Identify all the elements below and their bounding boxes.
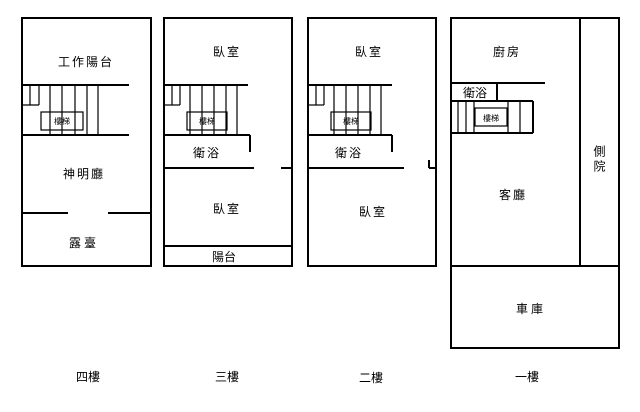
floor-1-side-yard-label: 側院 [592, 145, 606, 175]
floor-2-caption: 二樓 [359, 370, 383, 385]
floor-4-work-balcony-label: 工作陽台 [58, 54, 114, 69]
floor-2-stair-treads [308, 85, 382, 135]
floor-1-kitchen-label: 廚房 [493, 44, 521, 59]
floor-2-plan: 臥室 樓梯 衛浴 臥室 [307, 17, 437, 267]
floor-4-outline [21, 17, 152, 267]
floor-3-caption: 三樓 [215, 369, 239, 384]
floor-3-stair-treads [164, 85, 238, 135]
floor-3-top-bedroom-label: 臥室 [213, 44, 241, 59]
floor-3-bottom-bedroom-label: 臥室 [213, 201, 241, 216]
floor-2-bathroom-label: 衛浴 [335, 146, 363, 160]
floor-4-stair-treads [22, 85, 99, 135]
floor-3-balcony-label: 陽台 [212, 249, 236, 264]
floor-4-stairs-label: 樓梯 [54, 116, 70, 126]
floor-1-living-room-label: 客廳 [499, 187, 527, 202]
floor-4-caption: 四樓 [76, 369, 100, 384]
floor-3-bathroom-label: 衛浴 [193, 146, 221, 160]
floor-2-stairs-label: 樓梯 [343, 116, 359, 126]
floor-1-bathroom-label: 衛浴 [463, 86, 487, 100]
floor-3-stairs-label: 樓梯 [199, 116, 215, 126]
floor-1-stair-treads [457, 101, 521, 133]
floor-1-plan: 廚房 衛浴 樓梯 客廳 車庫 側院 [450, 17, 620, 349]
floor-3-plan: 臥室 樓梯 衛浴 臥室 陽台 [163, 17, 293, 267]
floor-4-terrace-label: 露臺 [69, 235, 99, 250]
floor-1-stairs-label: 樓梯 [483, 113, 499, 123]
floor-3-outline [163, 17, 293, 267]
floor-1-outline [450, 17, 620, 349]
floor-1-caption: 一樓 [515, 369, 539, 384]
floor-4-shrine-hall-label: 神明廳 [63, 166, 105, 181]
floor-1-garage-label: 車庫 [516, 302, 546, 316]
floor-2-bottom-bedroom-label: 臥室 [359, 204, 387, 219]
floor-2-outline [307, 17, 437, 267]
floor-2-top-bedroom-label: 臥室 [355, 44, 383, 59]
floor-4-plan: 工作陽台 樓梯 神明廳 露臺 [21, 17, 152, 267]
